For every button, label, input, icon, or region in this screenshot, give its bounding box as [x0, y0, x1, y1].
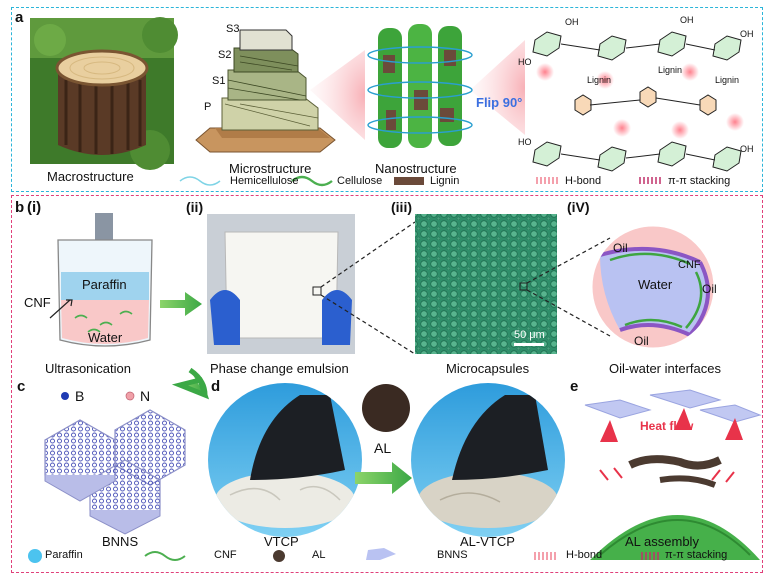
legend-pipi-swatch-bottom — [641, 552, 659, 560]
legend-hemicellulose-swatch — [179, 176, 221, 186]
water-label: Water — [88, 330, 123, 345]
arrow-c-to-d — [171, 367, 210, 400]
bnns-label: BNNS — [102, 534, 139, 549]
boron-atom-icon — [61, 392, 69, 400]
tree-stump-image — [30, 17, 178, 170]
emulsion-label: Phase change emulsion — [210, 361, 349, 376]
legend-cellulose-swatch — [291, 175, 333, 187]
ho-label-1: HO — [518, 57, 532, 67]
legend-bnns-swatch — [366, 548, 396, 560]
legend-bnns: BNNS — [437, 549, 468, 561]
layer-s2-label: S2 — [218, 49, 232, 61]
vtcp-label: VTCP — [264, 534, 299, 549]
panel-b-letter: b — [15, 199, 25, 216]
al-assembly-illustration — [584, 389, 762, 560]
legend-lignin: Lignin — [430, 175, 460, 187]
panel-c-letter: c — [17, 378, 26, 395]
microcapsules-zoom-box — [519, 282, 528, 291]
macrostructure-label: Macrostructure — [47, 169, 134, 184]
microstructure-label: Microstructure — [229, 161, 312, 176]
emulsion-photo — [207, 214, 355, 354]
bnns-sheets — [44, 409, 186, 535]
nanostructure-illustration — [367, 24, 473, 148]
arrow-step-1 — [160, 292, 202, 316]
layer-s1-label: S1 — [212, 75, 226, 87]
heat-flow-label: Heat flow — [640, 419, 694, 433]
microcapsules-label: Microcapsules — [446, 361, 530, 376]
legend-lignin-swatch — [394, 177, 424, 185]
panel-e-letter: e — [570, 378, 579, 395]
nanostructure-label: Nanostructure — [375, 161, 457, 176]
flip-label: Flip 90° — [476, 95, 523, 110]
ho-label-2: HO — [518, 137, 532, 147]
legend-hbond: H-bond — [565, 175, 602, 187]
scale-bar-label: 50 μm — [514, 329, 545, 341]
water-label-iv: Water — [638, 277, 673, 292]
nitrogen-label: N — [140, 388, 151, 404]
legend-cnf: CNF — [214, 549, 237, 561]
layer-p-label: P — [204, 101, 212, 113]
cnf-label: CNF — [24, 295, 51, 310]
boron-label: B — [75, 388, 85, 404]
paraffin-label: Paraffin — [82, 277, 127, 292]
lignin-label-2: Lignin — [658, 65, 683, 75]
oil-water-interface — [589, 223, 717, 351]
microcapsules-image — [415, 214, 557, 354]
al-vtcp-photo — [411, 383, 565, 537]
arrow-vtcp-to-al-vtcp — [355, 462, 412, 494]
interfaces-label: Oil-water interfaces — [609, 361, 721, 376]
legend-cnf-swatch — [144, 551, 186, 561]
zoom-lines-iii — [526, 237, 611, 337]
lignin-label-3: Lignin — [715, 75, 740, 85]
step-iv-label: (iV) — [567, 199, 590, 215]
legend-al: AL — [312, 549, 326, 561]
legend-hbond-bottom: H-bond — [566, 549, 603, 561]
oil-label-1: Oil — [613, 241, 628, 255]
oh-label-4: OH — [740, 144, 754, 154]
al-label: AL — [374, 440, 392, 456]
al-powder-image — [362, 384, 410, 432]
microstructure-illustration — [195, 29, 336, 153]
molecular-structure — [532, 31, 742, 172]
zoom-cone-nano — [470, 40, 525, 135]
legend-paraffin: Paraffin — [45, 549, 83, 561]
panel-a-frame — [11, 7, 763, 192]
legend-pipi-bottom: π-π stacking — [665, 549, 728, 561]
panel-a-letter: a — [15, 9, 24, 26]
panel-b-frame — [11, 195, 763, 573]
ultrasonication-beaker — [49, 213, 153, 347]
legend-cellulose: Cellulose — [337, 175, 383, 187]
zoom-cone-micro — [310, 50, 365, 140]
nitrogen-atom-icon — [125, 391, 135, 401]
legend-hemicellulose: Hemicellulose — [230, 175, 299, 187]
scale-bar — [514, 343, 544, 346]
legend-al-swatch — [273, 550, 285, 562]
step-ii-label: (ii) — [186, 199, 204, 215]
al-vtcp-label: AL-VTCP — [460, 534, 515, 549]
legend-hbond-swatch-bottom — [534, 552, 556, 560]
oh-label-1: OH — [565, 17, 579, 27]
oh-label-3: OH — [740, 29, 754, 39]
legend-hbond-swatch — [536, 177, 558, 184]
layer-s3-label: S3 — [226, 23, 240, 35]
cnf-label-iv: CNF — [678, 259, 701, 271]
ultrasonication-label: Ultrasonication — [45, 361, 131, 376]
step-i-label: (i) — [27, 199, 42, 216]
legend-pipi-swatch — [639, 177, 661, 184]
legend-pipi: π-π stacking — [668, 175, 731, 187]
zoom-lines-ii — [320, 221, 416, 355]
al-assembly-label: AL assembly — [625, 534, 699, 549]
legend-paraffin-swatch — [28, 549, 42, 563]
oh-label-2: OH — [680, 15, 694, 25]
oil-label-2: Oil — [702, 282, 717, 296]
lignin-label-1: Lignin — [587, 75, 612, 85]
hbond-highlights — [536, 63, 744, 139]
step-iii-label: (iii) — [391, 199, 412, 215]
oil-label-3: Oil — [634, 334, 649, 348]
panel-d-letter: d — [211, 378, 221, 395]
vtcp-photo — [208, 383, 362, 537]
